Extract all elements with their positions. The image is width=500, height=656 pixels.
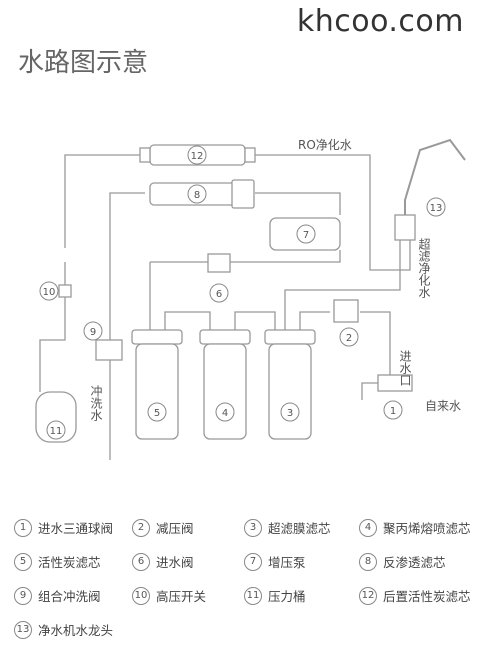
ro-water-label: RO净化水: [298, 138, 352, 152]
filter-housings: [131, 329, 316, 440]
inlet-valve: [207, 253, 231, 273]
tap-pipe: [361, 382, 378, 400]
callout-6: 6: [216, 289, 222, 300]
callout-8: 8: [194, 190, 200, 201]
callout-10: 10: [43, 287, 56, 298]
pipe-2-inlet: [360, 311, 391, 375]
pipe-3-2: [299, 311, 330, 330]
pipe-ro-outlet: [64, 154, 150, 248]
pipe-4-3: [234, 311, 276, 330]
pipe-tank: [39, 262, 66, 392]
callout-1: 1: [390, 406, 396, 417]
callout-12: 12: [191, 151, 204, 162]
pipe-5-4: [164, 311, 211, 330]
faucet: [404, 138, 466, 240]
callout-11: 11: [50, 426, 63, 437]
pipe-ro-to-faucet: [245, 154, 411, 271]
callout-3: 3: [287, 408, 293, 419]
water-route-diagram: 12 8 7 6 2 9 10 5 4 3 11 1 13 RO净化水 进水口 …: [35, 138, 466, 460]
pipe-ro-filter-in: [109, 192, 145, 340]
page-title: 水路图示意: [18, 48, 149, 78]
callout-5: 5: [154, 408, 160, 419]
callout-13: 13: [430, 203, 443, 214]
callout-4: 4: [222, 408, 228, 419]
faucet-base: [394, 214, 416, 241]
flush-valve: [95, 339, 123, 361]
flush-water-label: 冲洗水: [89, 384, 103, 421]
callouts: [39, 145, 446, 440]
ultra-water-label: 超滤净化水: [417, 237, 431, 298]
tap-water-label: 自来水: [425, 399, 461, 413]
pressure-tank: [35, 391, 77, 443]
callout-2: 2: [346, 333, 352, 344]
pipe-pump-out: [150, 250, 341, 263]
callout-9: 9: [90, 327, 96, 338]
high-pressure-switch: [58, 284, 72, 298]
pressure-reducing-valve: [333, 299, 359, 323]
pipe-ro-filter-out: [255, 192, 341, 215]
watermark: khcoo.com: [296, 4, 464, 39]
inlet-label: 进水口: [398, 350, 412, 386]
callout-7: 7: [303, 230, 309, 241]
pipe-from-ultra: [284, 240, 401, 330]
